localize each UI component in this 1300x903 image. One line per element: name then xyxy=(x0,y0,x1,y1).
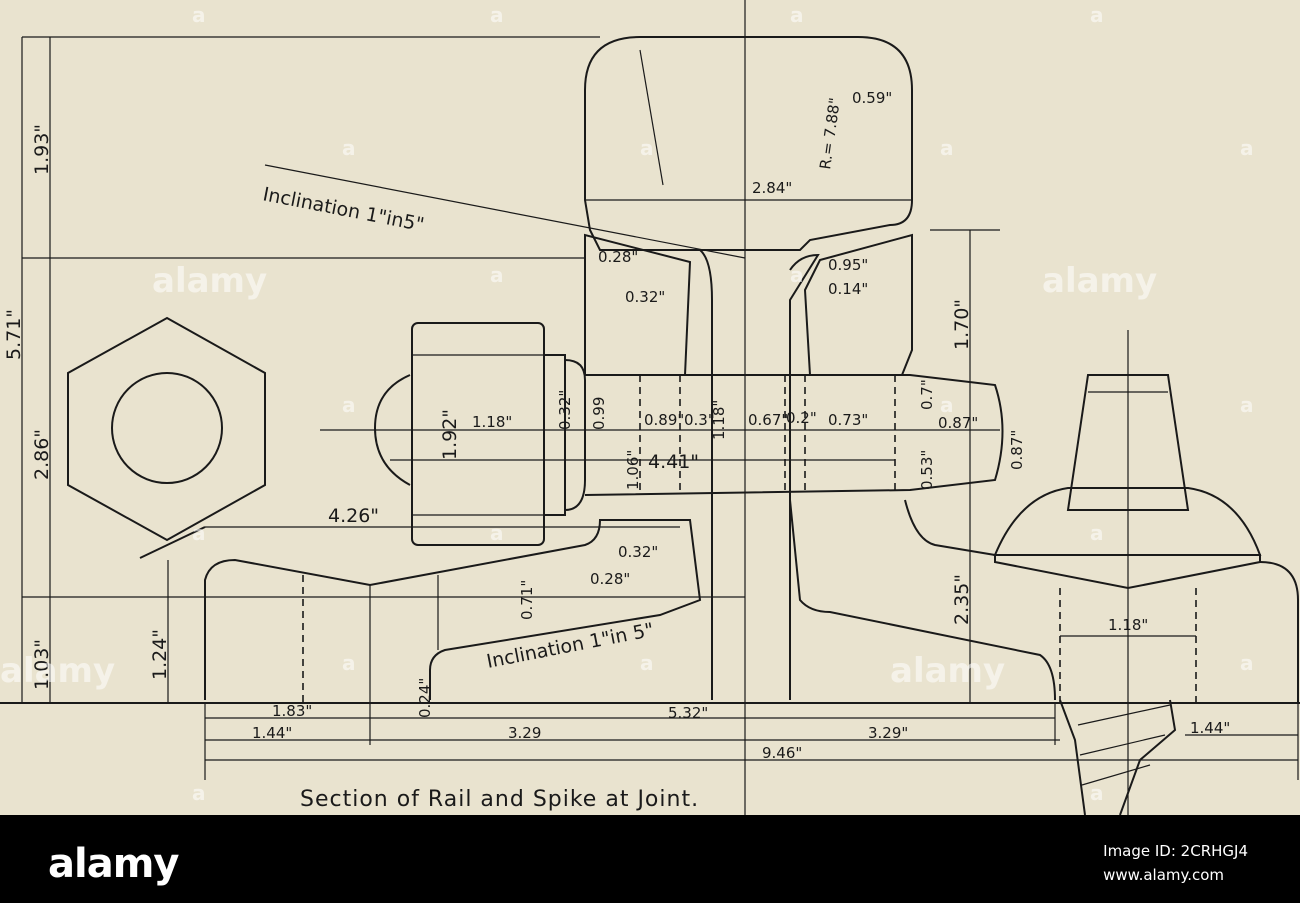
dim-base-1: 1.83" xyxy=(272,702,312,720)
dim-bolt-9: 0.87" xyxy=(938,414,978,432)
dim-bolt-6: 0.2" xyxy=(786,409,817,427)
spike-block xyxy=(1259,561,1299,703)
bolt-shank xyxy=(584,374,1004,496)
watermark-mark: a xyxy=(490,263,504,287)
dim-flange-edge: 0.24" xyxy=(416,678,434,718)
watermark-mark: a xyxy=(192,521,206,545)
rail-web xyxy=(699,249,713,700)
base-flange-right xyxy=(789,499,1056,701)
watermark: alamy xyxy=(0,651,115,691)
dim-fillet-b: 0.32" xyxy=(625,288,665,306)
dim-base-2: 1.44" xyxy=(252,724,292,742)
spike-thread xyxy=(1059,699,1177,815)
watermark-mark: a xyxy=(1090,3,1104,27)
watermark-mark: a xyxy=(940,136,954,160)
dim-head-height: 1.93" xyxy=(31,124,53,175)
dim-bolt-8: 0.7" xyxy=(918,379,936,410)
rail-section-diagram: 5.71" 1.93" 2.86" 1.03" 2.84" R.= 7.88" … xyxy=(0,0,1300,815)
image-info: Image ID: 2CRHGJ4 www.alamy.com xyxy=(1103,839,1248,887)
watermark-mark: a xyxy=(1090,521,1104,545)
dim-base-7: 1.44" xyxy=(1190,719,1230,737)
dim-bolt-len-total: 4.26" xyxy=(328,505,379,527)
dim-base-5: 3.29" xyxy=(868,724,908,742)
spike-dome xyxy=(993,487,1262,556)
dim-washer: 0.32" xyxy=(556,390,574,430)
rail-head xyxy=(584,36,913,251)
watermark-mark: a xyxy=(640,651,654,675)
dim-bolt-5: 0.67" xyxy=(748,411,788,429)
watermark-mark: a xyxy=(640,136,654,160)
washer xyxy=(544,354,566,516)
dim-head-width: 2.84" xyxy=(752,179,792,197)
dim-bolt-diam: 1.06" xyxy=(624,450,642,490)
dim-base-3: 3.29 xyxy=(508,724,541,742)
watermark-mark: a xyxy=(192,3,206,27)
dim-lower-fillet-a: 0.32" xyxy=(618,543,658,561)
dim-bolt-head-width: 1.18" xyxy=(472,413,512,431)
watermark: alamy xyxy=(890,651,1005,691)
dim-bolt-len: 4.41" xyxy=(648,451,699,473)
spike-head xyxy=(1066,374,1190,511)
dim-bolt-2: 0.89" xyxy=(644,411,684,429)
watermark-mark: a xyxy=(1240,651,1254,675)
watermark-mark: a xyxy=(1240,136,1254,160)
watermark-mark: a xyxy=(490,521,504,545)
watermark-mark: a xyxy=(342,393,356,417)
dim-total-height: 5.71" xyxy=(3,309,25,360)
dim-web-height: 2.86" xyxy=(31,429,53,480)
watermark: alamy xyxy=(152,261,267,301)
technical-drawing: 5.71" 1.93" 2.86" 1.03" 2.84" R.= 7.88" … xyxy=(0,0,1300,815)
dim-head-corner: 0.59" xyxy=(852,89,892,107)
watermark-mark: a xyxy=(1090,781,1104,805)
image-id: Image ID: 2CRHGJ4 xyxy=(1103,842,1248,860)
dim-fillet-c: 0.95" xyxy=(828,256,868,274)
dim-fillet-d: 0.14" xyxy=(828,280,868,298)
watermark-mark: a xyxy=(342,136,356,160)
dim-bolt-3: 0.3" xyxy=(684,411,715,429)
watermark-mark: a xyxy=(790,3,804,27)
dim-fillet-a: 0.28" xyxy=(598,248,638,266)
watermark-mark: a xyxy=(490,3,504,27)
dim-spike-height: 1.24" xyxy=(149,629,171,680)
dim-lower-fillet-b: 0.28" xyxy=(590,570,630,588)
inclination-lower: Inclination 1"in 5" xyxy=(485,619,656,673)
dim-bolt-head-height: 1.92" xyxy=(439,409,461,460)
dim-bolt-1: 0.99 xyxy=(590,397,608,430)
watermark-mark: a xyxy=(940,393,954,417)
dim-splice-lower: 0.71" xyxy=(518,580,536,620)
watermark: alamy xyxy=(1042,261,1157,301)
hex-nut-hole xyxy=(111,372,223,484)
dim-bolt-4: 1.18" xyxy=(710,400,728,440)
site-link[interactable]: www.alamy.com xyxy=(1103,866,1225,884)
watermark-mark: a xyxy=(192,781,206,805)
watermark-mark: a xyxy=(790,263,804,287)
stock-footer-bar: alamy Image ID: 2CRHGJ4 www.alamy.com xyxy=(0,815,1300,903)
watermark-mark: a xyxy=(342,651,356,675)
dim-base-4: 5.32" xyxy=(668,704,708,722)
dim-bolt-10: 0.87" xyxy=(1008,430,1026,470)
base-flange-left xyxy=(204,519,702,700)
dim-spike-width: 1.18" xyxy=(1108,616,1148,634)
dim-bolt-7: 0.73" xyxy=(828,411,868,429)
dim-base-6: 9.46" xyxy=(762,744,802,762)
dim-web-to-base: 2.35" xyxy=(951,574,973,625)
dim-base-height: 1.03" xyxy=(31,639,53,690)
watermark-mark: a xyxy=(1240,393,1254,417)
hex-nut xyxy=(67,316,266,542)
dim-splice-height: 1.70" xyxy=(951,299,973,350)
alamy-logo[interactable]: alamy xyxy=(48,841,179,887)
dim-head-radius: R.= 7.88" xyxy=(816,96,844,170)
dim-bolt-11: 0.53" xyxy=(918,450,936,490)
bolt-head xyxy=(411,322,545,546)
drawing-caption: Section of Rail and Spike at Joint. xyxy=(300,787,699,812)
